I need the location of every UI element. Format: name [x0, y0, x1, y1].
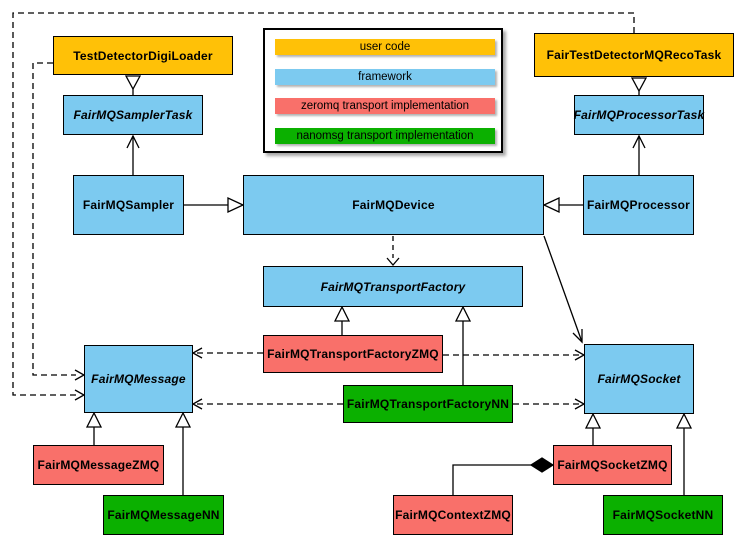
node-fairmqsocket: FairMQSocket: [584, 344, 694, 414]
node-fairmqmessagenn: FairMQMessageNN: [103, 495, 224, 535]
edge-socketzmq-to-socket: [584, 412, 602, 445]
edge-tfzmq-to-socket: [443, 349, 586, 361]
legend-item-framework: framework: [275, 69, 495, 85]
edge-samplertask-digiloader: [124, 75, 142, 95]
edge-tfzmq-to-transportfactory: [333, 305, 351, 335]
edge-device-to-socket: [543, 235, 583, 344]
edge-messagenn-to-message: [174, 411, 192, 495]
edge-processor-to-device: [542, 196, 583, 214]
edge-tfnn-to-message: [191, 398, 343, 410]
edge-socketnn-to-socket: [675, 412, 693, 495]
node-fairmqmessage: FairMQMessage: [84, 345, 193, 413]
node-fairmqcontextzmq: FairMQContextZMQ: [393, 495, 513, 535]
node-fairmqmessagezmq: FairMQMessageZMQ: [33, 445, 164, 485]
node-fairmqprocessor: FairMQProcessor: [583, 175, 694, 235]
legend-item-user-code: user code: [275, 39, 495, 55]
node-fairmqdevice: FairMQDevice: [243, 175, 544, 235]
edge-tfnn-to-transportfactory: [454, 305, 472, 385]
legend: user code framework zeromq transport imp…: [263, 28, 503, 153]
legend-item-zeromq: zeromq transport implementation: [275, 98, 495, 114]
edge-messagezmq-to-message: [85, 411, 103, 445]
edge-processor-to-processortask: [632, 134, 646, 175]
node-fairmqsamplertask: FairMQSamplerTask: [63, 95, 203, 135]
edge-tfnn-to-socket: [513, 398, 586, 410]
edge-tfzmq-to-message: [191, 347, 263, 359]
node-fairmqprocessortask: FairMQProcessorTask: [574, 95, 704, 135]
edge-contextzmq-to-socketzmq: [452, 457, 555, 495]
edge-sampler-to-samplertask: [126, 134, 140, 175]
edge-device-to-transportfactory: [386, 236, 400, 266]
node-fairmqtransportfactorynn: FairMQTransportFactoryNN: [343, 385, 513, 423]
legend-item-nanomsg: nanomsg transport implementation: [275, 128, 495, 144]
node-testdetectordigiloader: TestDetectorDigiLoader: [53, 36, 233, 75]
node-fairmqsampler: FairMQSampler: [73, 175, 184, 235]
edge-sampler-to-device: [184, 196, 245, 214]
edge-processortask-recotask: [630, 77, 648, 95]
node-fairmqsocketzmq: FairMQSocketZMQ: [553, 445, 672, 485]
node-fairtestdetectormqrecotask: FairTestDetectorMQRecoTask: [534, 33, 734, 77]
node-fairmqtransportfactoryzmq: FairMQTransportFactoryZMQ: [263, 335, 443, 373]
node-fairmqsocketnn: FairMQSocketNN: [603, 495, 723, 535]
node-fairmqtransportfactory: FairMQTransportFactory: [263, 266, 523, 307]
